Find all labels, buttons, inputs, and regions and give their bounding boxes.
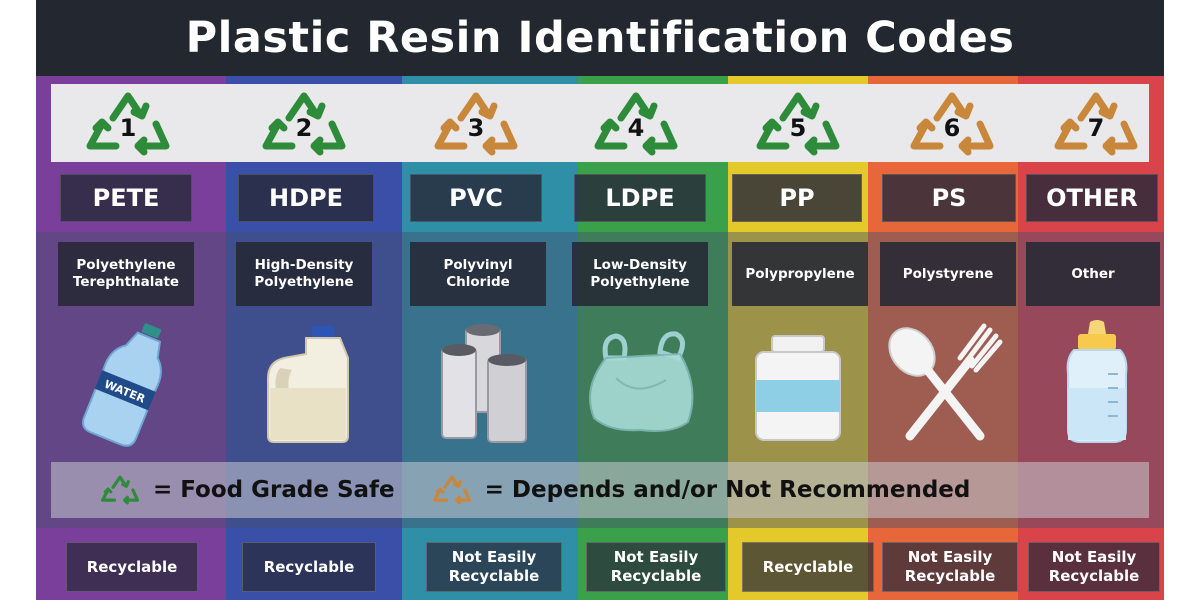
recycle-code-6-icon: 6 xyxy=(902,88,1002,160)
recycle-status-ldpe: Not Easily Recyclable xyxy=(586,542,726,592)
recycle-status-other: Not Easily Recyclable xyxy=(1028,542,1160,592)
resin-abbreviation-pp: PP xyxy=(732,174,862,222)
recycle-code-7-icon: 7 xyxy=(1046,88,1146,160)
recycle-code-3-icon: 3 xyxy=(426,88,526,160)
legend: = Food Grade Safe = Depends and/or Not R… xyxy=(51,462,1149,518)
svg-text:4: 4 xyxy=(628,114,645,142)
food-safe-recycle-icon xyxy=(97,470,143,510)
resin-name-ldpe: Low-Density Polyethylene xyxy=(572,242,708,306)
recycle-status-ps: Not Easily Recyclable xyxy=(882,542,1018,592)
resin-abbreviation-pete: PETE xyxy=(60,174,192,222)
resin-name-other: Other xyxy=(1026,242,1160,306)
svg-text:6: 6 xyxy=(944,114,961,142)
not-recommended-recycle-icon xyxy=(429,470,475,510)
recycle-status-pvc: Not Easily Recyclable xyxy=(426,542,562,592)
recycle-status-hdpe: Recyclable xyxy=(242,542,376,592)
resin-abbreviation-other: OTHER xyxy=(1026,174,1158,222)
legend-food-safe-text: = Food Grade Safe xyxy=(153,477,395,503)
pill-bottle-icon xyxy=(748,318,848,448)
resin-name-pete: Polyethylene Terephthalate xyxy=(58,242,194,306)
title-bar: Plastic Resin Identification Codes xyxy=(36,0,1164,76)
resin-name-pp: Polypropylene xyxy=(732,242,868,306)
recycle-code-1-icon: 1 xyxy=(78,88,178,160)
infographic-poster: Plastic Resin Identification Codes 1 2 3… xyxy=(36,0,1164,600)
legend-not-recommended-text: = Depends and/or Not Recommended xyxy=(484,477,971,503)
plastic-bag-icon xyxy=(576,318,706,448)
svg-text:2: 2 xyxy=(296,114,313,142)
resin-abbreviation-ldpe: LDPE xyxy=(574,174,706,222)
water-bottle-icon: WATER xyxy=(66,318,186,448)
recycle-status-pete: Recyclable xyxy=(66,542,198,592)
recycle-code-2-icon: 2 xyxy=(254,88,354,160)
baby-bottle-icon xyxy=(1052,318,1142,448)
milk-jug-icon xyxy=(256,318,360,448)
resin-abbreviation-ps: PS xyxy=(882,174,1016,222)
resin-abbreviation-hdpe: HDPE xyxy=(238,174,374,222)
pipes-icon xyxy=(436,318,536,448)
resin-name-hdpe: High-Density Polyethylene xyxy=(236,242,372,306)
recycle-code-5-icon: 5 xyxy=(748,88,848,160)
svg-text:7: 7 xyxy=(1088,114,1105,142)
spoon-fork-icon xyxy=(880,318,1010,448)
svg-text:1: 1 xyxy=(120,114,137,142)
resin-name-ps: Polystyrene xyxy=(880,242,1016,306)
page-title: Plastic Resin Identification Codes xyxy=(185,13,1015,63)
svg-text:5: 5 xyxy=(790,114,807,142)
resin-abbreviation-pvc: PVC xyxy=(410,174,542,222)
svg-text:3: 3 xyxy=(468,114,485,142)
recycle-status-pp: Recyclable xyxy=(742,542,874,592)
recycle-code-4-icon: 4 xyxy=(586,88,686,160)
resin-name-pvc: Polyvinyl Chloride xyxy=(410,242,546,306)
